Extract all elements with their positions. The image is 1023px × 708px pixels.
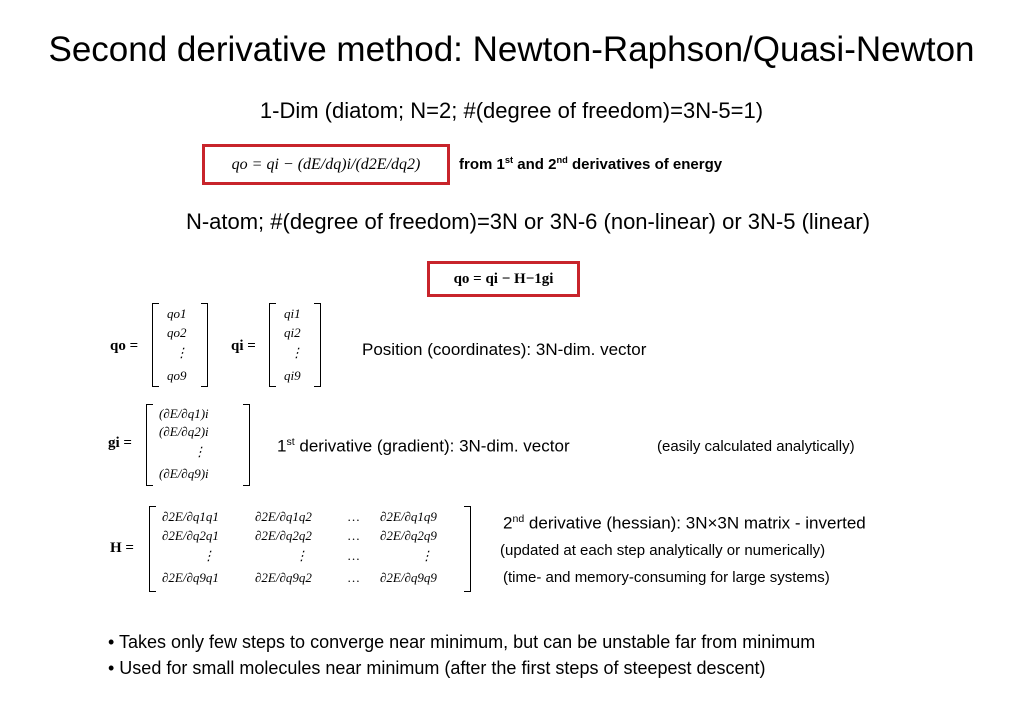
hessian-cell: ∂2E/∂q9q9 [380,570,437,585]
caption-sup: st [504,155,514,165]
newton-1d-equation: qo = qi − (dE/dq)i/(d2E/dq2) [231,155,421,173]
qo-entry: qo9 [167,368,187,383]
hessian-cell: ⋮ [202,548,215,563]
hessian-cell: ∂2E/∂q9q1 [162,570,219,585]
gi-entry: (∂E/∂q1)i [159,406,209,421]
caption-part: derivatives of energy [567,156,723,173]
qi-entry: ⋮ [290,345,303,360]
hessian-matrix: ∂2E/∂q1q1 ∂2E/∂q1q2 … ∂2E/∂q1q9 ∂2E/∂q2q1 ∂2E… [149,506,471,592]
qi-entry: qi1 [284,306,301,321]
hessian-cell: ∂2E/∂q1q2 [255,509,312,524]
gradient-desc-part: 1 [277,436,287,456]
qo-entry: ⋮ [175,345,188,360]
qo-label: qo = [110,338,139,354]
hessian-desc-sup: nd [512,513,525,525]
gi-vector: (∂E/∂q1)i (∂E/∂q2)i ⋮ (∂E/∂q9)i [146,404,250,486]
hessian-description: 2nd derivative (hessian): 3N×3N matrix -… [503,513,866,534]
hessian-desc-part: 2 [503,513,513,533]
newton-nd-equation: qo = qi − H−1gi [453,270,554,287]
hessian-cell: … [348,548,360,563]
subtitle-1dim: 1-Dim (diatom; N=2; #(degree of freedom)… [259,98,764,123]
hessian-cell: ∂2E/∂q1q9 [380,509,437,524]
hessian-cell: ⋮ [420,548,433,563]
hessian-cell: ∂2E/∂q9q2 [255,570,312,585]
slide-title: Second derivative method: Newton-Raphson… [48,30,975,69]
qi-entry: qi2 [284,325,301,340]
newton-1d-equation-box: qo = qi − (dE/dq)i/(d2E/dq2) [202,144,450,185]
natom-line: N-atom; #(degree of freedom)=3N or 3N-6 … [185,209,871,234]
qi-entry: qi9 [284,368,301,383]
hessian-cell: ∂2E/∂q2q2 [255,528,312,543]
gi-label: gi = [108,435,132,451]
caption-part: from 1 [459,156,505,173]
hessian-note-1: (updated at each step analytically or nu… [500,542,826,559]
position-description: Position (coordinates): 3N-dim. vector [362,340,647,359]
hessian-cell: … [348,528,360,543]
caption-part: and 2 [513,156,557,173]
newton-nd-equation-box: qo = qi − H−1gi [427,261,580,297]
hessian-cell: ∂2E/∂q1q1 [162,509,219,524]
equation-caption: from 1st and 2nd derivatives of energy [459,155,722,173]
gradient-desc-sup: st [286,436,295,448]
hessian-cell: … [348,570,360,585]
hessian-cell: ∂2E/∂q2q9 [380,528,437,543]
hessian-desc-part: derivative (hessian): 3N×3N matrix - inv… [524,513,866,533]
qi-vector: qi1 qi2 ⋮ qi9 [269,303,321,387]
qo-vector: qo1 qo2 ⋮ qo9 [152,303,208,387]
qi-label: qi = [231,338,256,354]
qo-entry: qo2 [167,325,187,340]
hessian-label: H = [110,540,134,556]
qo-entry: qo1 [167,306,187,321]
hessian-cell: … [348,509,360,524]
gradient-description: 1st derivative (gradient): 3N-dim. vecto… [277,436,570,457]
gradient-desc-part: derivative (gradient): 3N-dim. vector [294,436,570,456]
hessian-note-2: (time- and memory-consuming for large sy… [503,569,830,586]
bullet-list: • Takes only few steps to converge near … [108,629,815,681]
gi-entry: (∂E/∂q2)i [159,424,209,439]
bullet-item: • Takes only few steps to converge near … [108,632,816,652]
gradient-note: (easily calculated analytically) [657,438,855,455]
hessian-cell: ⋮ [295,548,308,563]
gi-entry: (∂E/∂q9)i [159,466,209,481]
hessian-cell: ∂2E/∂q2q1 [162,528,219,543]
bullet-item: • Used for small molecules near minimum … [108,658,766,678]
gi-entry: ⋮ [193,444,206,459]
caption-sup: nd [556,155,568,165]
